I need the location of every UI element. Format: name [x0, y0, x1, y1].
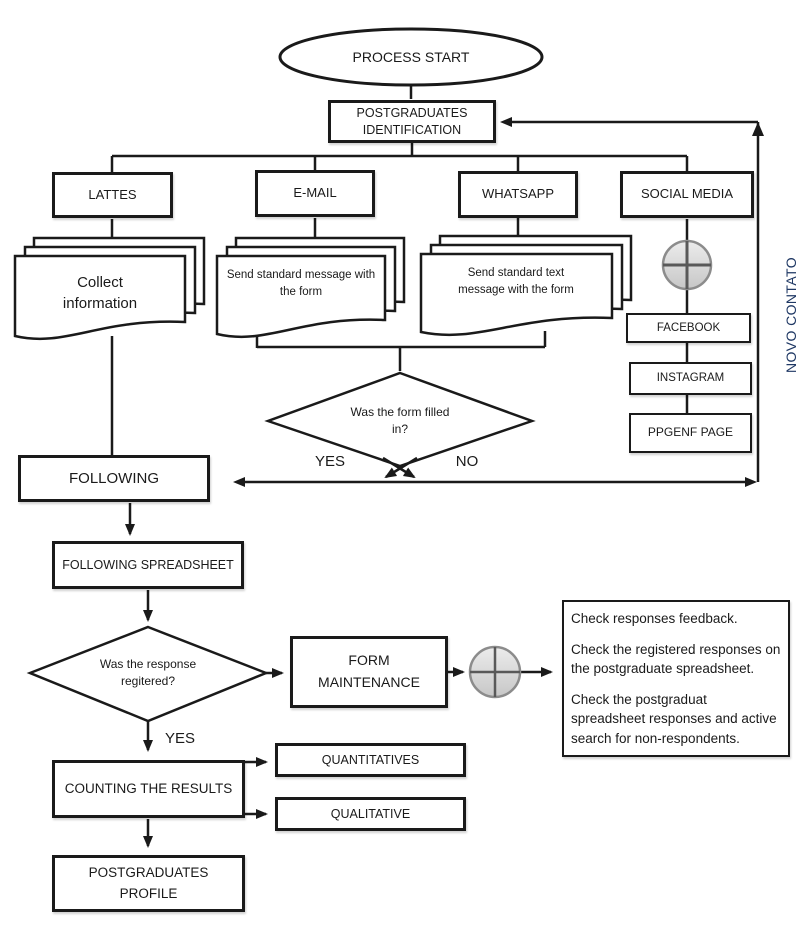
- label-yes-form: YES: [314, 453, 345, 471]
- note-line: Check the postgraduat spreadsheet respon…: [571, 691, 777, 746]
- doc-send-standard-text-message: Send standard text message with the form: [458, 267, 574, 296]
- doc-send-standard-message: Send standard message with the form: [226, 269, 376, 298]
- decision-form-filled-shape: [264, 371, 536, 468]
- node-qualitative: QUALITATIVE: [275, 797, 466, 831]
- node-facebook: FACEBOOK: [626, 313, 751, 343]
- novo-contato-label: NOVO CONTATO: [782, 256, 799, 374]
- node-social-media: SOCIAL MEDIA: [620, 171, 754, 218]
- feedback-arrowheads: [233, 117, 764, 487]
- node-instagram: INSTAGRAM: [629, 362, 752, 395]
- or-junction-icon: [468, 645, 522, 699]
- label-no-form: NO: [455, 453, 479, 471]
- node-postgraduates-identification: POSTGRADUATES IDENTIFICATION: [328, 100, 496, 143]
- node-following-spreadsheet: FOLLOWING SPREADSHEET: [52, 541, 244, 589]
- doc-send-standard-text-shape: [419, 234, 633, 337]
- doc-collect-information-shape: [13, 236, 206, 341]
- node-email: E-MAIL: [255, 170, 375, 217]
- label-yes-response: YES: [164, 730, 195, 748]
- decision-response-registered-shape: [26, 625, 270, 723]
- doc-collect-information: Collect information: [62, 274, 138, 312]
- note-check-responses: Check responses feedback. Check the regi…: [562, 600, 790, 757]
- node-postgraduates-profile: POSTGRADUATES PROFILE: [52, 855, 245, 912]
- diamond-exit-arrows: [382, 456, 418, 479]
- node-counting-results: COUNTING THE RESULTS: [52, 760, 245, 818]
- doc-send-standard-message-shape: [215, 236, 406, 339]
- note-line: Check responses feedback.: [571, 611, 738, 626]
- node-quantitatives: QUANTITATIVES: [275, 743, 466, 777]
- node-lattes: LATTES: [52, 172, 173, 218]
- node-ppgenf-page: PPGENF PAGE: [629, 413, 752, 453]
- node-whatsapp: WHATSAPP: [458, 171, 578, 218]
- note-line: Check the registered responses on the po…: [571, 641, 781, 677]
- connector-lines: [110, 85, 760, 484]
- process-start-ellipse: [278, 27, 544, 87]
- node-process-start: PROCESS START: [352, 48, 470, 65]
- node-following: FOLLOWING: [18, 455, 210, 502]
- node-form-maintenance: FORM MAINTENANCE: [290, 636, 448, 708]
- or-junction-icon: [661, 239, 713, 291]
- decision-response-registered: Was the response regitered?: [99, 657, 197, 688]
- decision-form-filled: Was the form filled in?: [350, 405, 450, 436]
